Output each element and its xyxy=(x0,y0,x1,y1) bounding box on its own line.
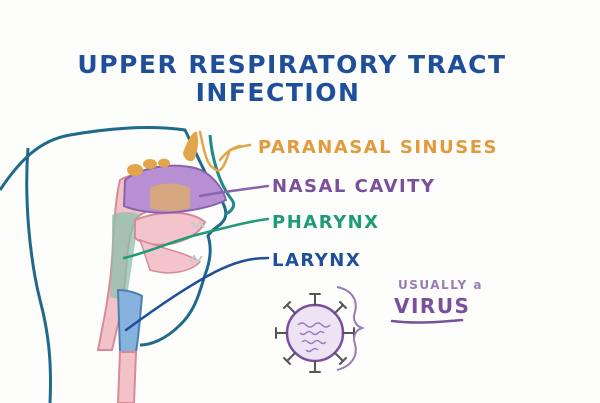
head-profile-icon xyxy=(0,126,236,403)
leader-lines xyxy=(122,130,270,332)
sinus-shapes xyxy=(127,131,198,176)
virus-underline xyxy=(390,318,464,324)
virus-note-line-2: VIRUS xyxy=(394,294,470,318)
title-line-1: UPPER RESPIRATORY TRACT xyxy=(77,50,506,79)
label-pharynx: PHARYNX xyxy=(272,212,380,233)
label-paranasal-sinuses: PARANASAL SINUSES xyxy=(258,137,498,158)
label-nasal-cavity: NASAL CAVITY xyxy=(272,176,436,197)
bracket-icon xyxy=(336,286,366,371)
virus-icon xyxy=(275,293,355,373)
virus-note-line-1: USUALLY a xyxy=(398,278,483,292)
title-line-2: INFECTION xyxy=(196,78,361,107)
label-larynx: LARYNX xyxy=(272,250,361,271)
